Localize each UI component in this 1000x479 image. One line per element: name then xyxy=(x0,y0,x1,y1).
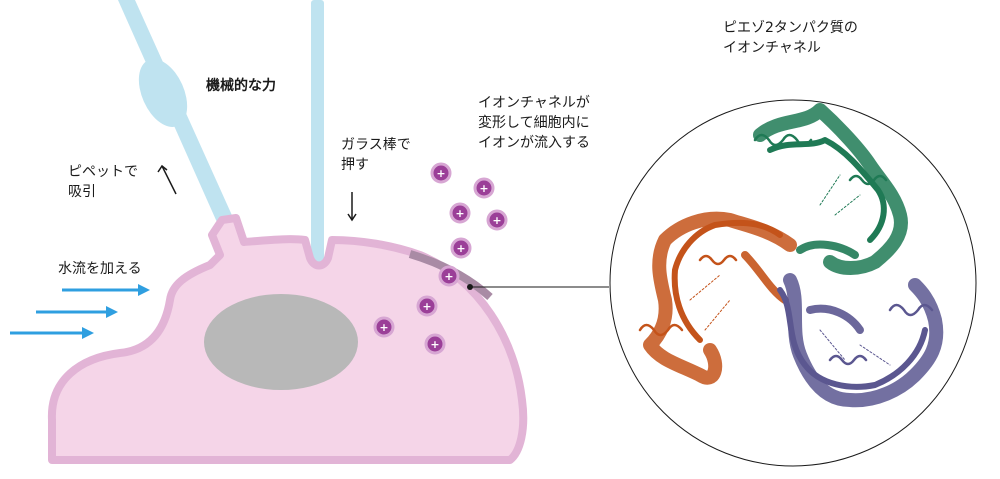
protein-subunit-green xyxy=(753,103,908,275)
suction-arrow-icon xyxy=(157,164,177,195)
glass-rod-line-2: 押す xyxy=(341,157,369,173)
ion-icon: + xyxy=(373,316,395,338)
channel-deform-label: イオンチャネルが 変形して細胞内に イオンが流入する xyxy=(478,93,590,153)
protein-structure-icon xyxy=(638,103,944,408)
glass-rod-line-1: ガラス棒で xyxy=(341,137,411,153)
nucleus xyxy=(204,294,358,390)
piezo2-title-line-1: ピエゾ2タンパク質の xyxy=(723,20,858,36)
pipette-suction-label: ピペットで 吸引 xyxy=(68,162,138,202)
ion-icon: + xyxy=(473,177,495,199)
svg-text:+: + xyxy=(436,167,445,180)
pipette-icon xyxy=(118,0,235,229)
mechanical-force-label: 機械的な力 xyxy=(206,78,276,94)
connector-dot xyxy=(467,284,473,290)
pipette-suction-line-2: 吸引 xyxy=(68,184,96,200)
channel-deform-line-1: イオンチャネルが xyxy=(478,95,590,111)
glass-rod-label: ガラス棒で 押す xyxy=(341,135,411,175)
svg-text:+: + xyxy=(430,338,439,351)
ion-icon: + xyxy=(424,333,446,355)
pipette-suction-line-1: ピペットで xyxy=(68,164,138,180)
piezo2-title-line-2: イオンチャネル xyxy=(723,40,821,56)
ions: + + + + + + + + + xyxy=(373,162,508,355)
piezo2-title-label: ピエゾ2タンパク質の イオンチャネル xyxy=(723,18,858,58)
ion-icon: + xyxy=(438,265,460,287)
water-flow-label: 水流を加える xyxy=(58,261,142,277)
ion-icon: + xyxy=(450,237,472,259)
water-flow-arrow-icon xyxy=(10,284,150,339)
svg-text:+: + xyxy=(456,242,465,255)
ion-icon: + xyxy=(486,209,508,231)
svg-text:+: + xyxy=(379,321,388,334)
svg-text:+: + xyxy=(422,300,431,313)
protein-subunit-purple xyxy=(777,273,944,408)
svg-text:+: + xyxy=(444,270,453,283)
ion-icon: + xyxy=(449,202,471,224)
svg-text:+: + xyxy=(492,214,501,227)
push-arrow-icon xyxy=(347,192,357,222)
ion-icon: + xyxy=(416,295,438,317)
svg-text:+: + xyxy=(479,182,488,195)
channel-deform-line-2: 変形して細胞内に xyxy=(478,115,590,131)
channel-deform-line-3: イオンが流入する xyxy=(478,135,590,151)
glass-rod-icon xyxy=(311,0,324,262)
svg-text:+: + xyxy=(455,207,464,220)
ion-icon: + xyxy=(430,162,452,184)
